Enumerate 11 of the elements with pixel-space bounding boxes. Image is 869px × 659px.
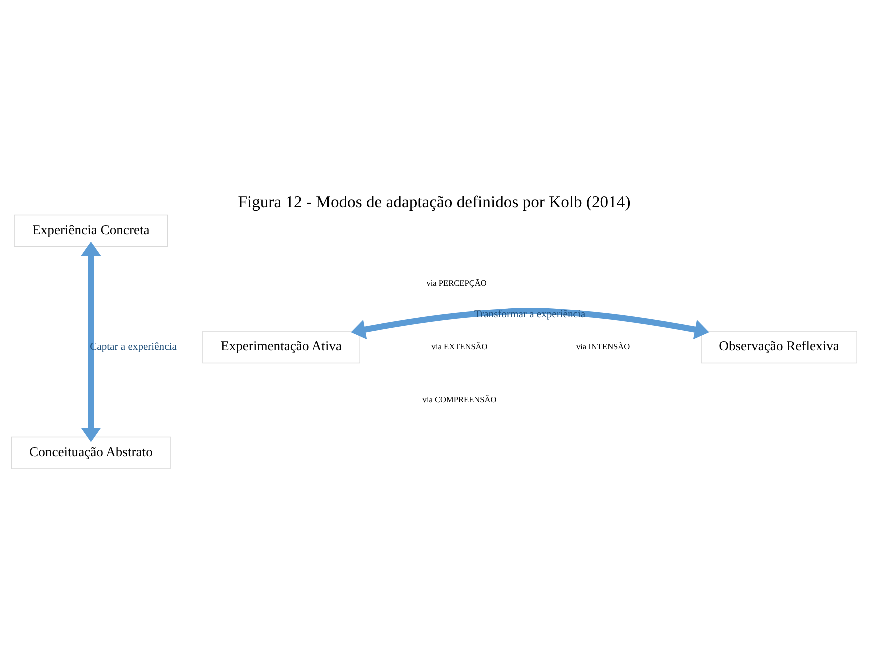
label: via PERCEPÇÃO bbox=[426, 278, 487, 288]
arrow bbox=[351, 308, 710, 340]
node-box: Experiência Concreta bbox=[14, 214, 168, 247]
label: via EXTENSÃO bbox=[432, 342, 488, 351]
label: via COMPREENSÃO bbox=[422, 394, 497, 404]
arrow bbox=[81, 241, 102, 442]
node-box: Experimentação Ativa bbox=[202, 330, 360, 364]
node-box: Observação Reflexiva bbox=[701, 330, 858, 364]
label: via INTENSÃO bbox=[576, 342, 630, 351]
node-box: Conceituação Abstrato bbox=[12, 436, 171, 469]
diagram-title: Figura 12 - Modos de adaptação definidos por Kolb (2014) bbox=[238, 192, 631, 211]
